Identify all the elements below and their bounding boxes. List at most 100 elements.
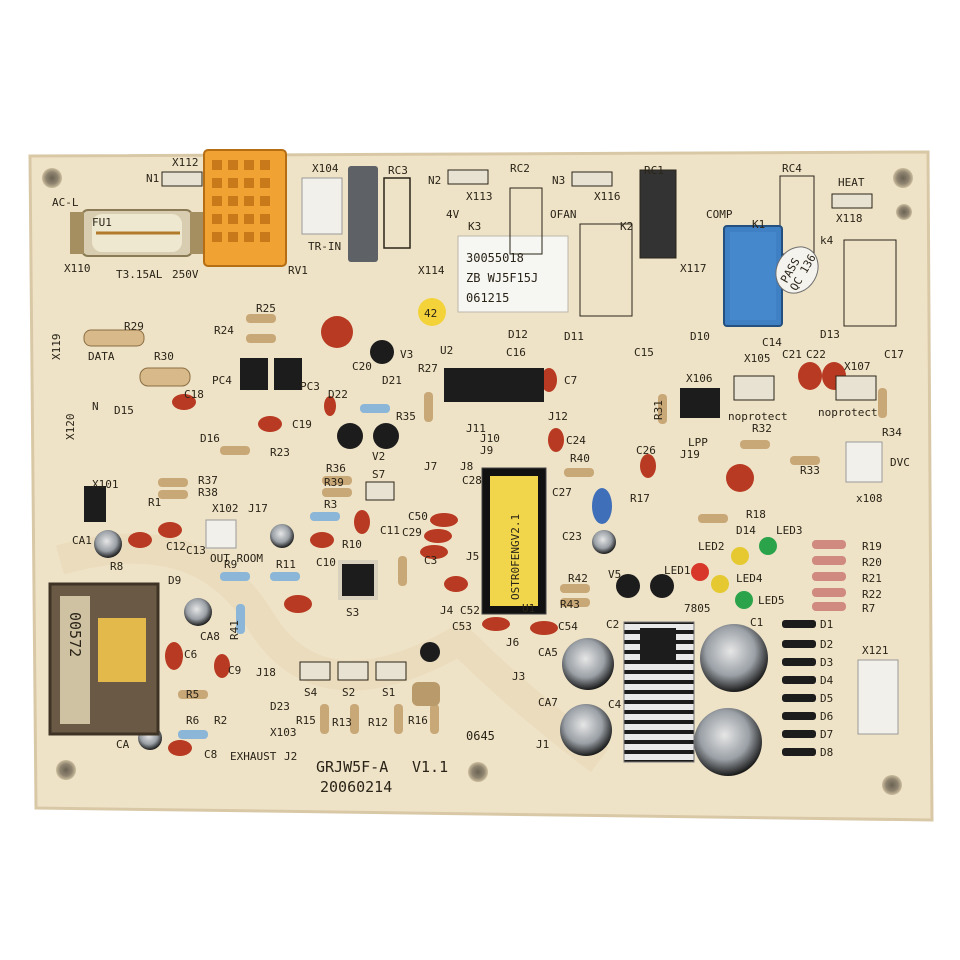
label-d6: D6 — [820, 710, 833, 723]
resistor-icon — [158, 478, 188, 487]
transistor-icon — [616, 574, 640, 598]
label-d7: D7 — [820, 728, 833, 741]
label-x120: X120 — [64, 414, 77, 441]
label-k4: k4 — [820, 234, 834, 247]
label-d2: D2 — [820, 638, 833, 651]
label-x119: X119 — [50, 334, 63, 361]
label-s3: S3 — [346, 606, 359, 619]
label-c21: C21 — [782, 348, 802, 361]
connector-icon — [301, 177, 343, 235]
rc3-outline — [383, 177, 411, 249]
label-c2: C2 — [606, 618, 619, 631]
electrolytic-capacitor-icon — [694, 708, 762, 776]
label-led2: LED2 — [698, 540, 725, 553]
label-out-room: OUT ROOM — [210, 552, 263, 565]
label-noprotect-2: noprotect — [818, 406, 878, 419]
label-c52: C52 — [460, 604, 480, 617]
label-r13: R13 — [332, 716, 352, 729]
label-ca8: CA8 — [200, 630, 220, 643]
label-d15: D15 — [114, 404, 134, 417]
label-k2: K2 — [620, 220, 633, 233]
relay-icon — [579, 223, 633, 317]
ceramic-capacitor — [128, 532, 152, 548]
label-c9: C9 — [228, 664, 241, 677]
label-exhaust: EXHAUST — [230, 750, 277, 763]
label-x114: X114 — [418, 264, 445, 277]
label-k1: K1 — [752, 218, 765, 231]
led-icon — [731, 547, 749, 565]
label-ac-l: AC-L — [52, 196, 79, 209]
label-j2: J2 — [284, 750, 297, 763]
label-c23: C23 — [562, 530, 582, 543]
label-d3: D3 — [820, 656, 833, 669]
label-j3: J3 — [512, 670, 525, 683]
label-r34: R34 — [882, 426, 902, 439]
label-u1: U1 — [522, 602, 535, 615]
electrolytic-capacitor-icon — [562, 638, 614, 690]
label-rc4: RC4 — [782, 162, 802, 175]
label-j11: J11 — [466, 422, 486, 435]
resistor-icon — [310, 512, 340, 521]
label-s4: S4 — [304, 686, 318, 699]
ic-chip-icon — [274, 358, 302, 390]
label-c3: C3 — [424, 554, 437, 567]
resistor-icon — [564, 468, 594, 477]
resistor-icon — [83, 329, 145, 347]
label-r20: R20 — [862, 556, 882, 569]
resistor-icon — [322, 476, 352, 485]
label-x106: X106 — [686, 372, 713, 385]
label-r8: R8 — [110, 560, 123, 573]
connector-icon — [571, 171, 613, 187]
label-j8: J8 — [460, 460, 473, 473]
ceramic-capacitor — [354, 510, 370, 534]
diode-icon — [782, 694, 816, 702]
label-d9: D9 — [168, 574, 181, 587]
label-comp: COMP — [706, 208, 733, 221]
board-date-code: 20060214 — [320, 778, 392, 796]
board-version: V1.1 — [412, 758, 448, 776]
silkscreen-labels: AC-L FU1 X110 N1 X112 T3.15AL 250V X104 … — [50, 156, 910, 763]
label-j19: J19 — [680, 448, 700, 461]
resistor-icon — [878, 388, 887, 418]
electrolytic-capacitor-icon — [592, 530, 616, 554]
label-d16: D16 — [200, 432, 220, 445]
resistor-icon — [560, 598, 590, 607]
ceramic-capacitor — [165, 642, 183, 670]
ceramic-capacitor — [541, 368, 557, 392]
connector-icon — [733, 375, 775, 401]
label-v5: V5 — [608, 568, 621, 581]
connector-icon — [845, 441, 883, 483]
label-r39: R39 — [324, 476, 344, 489]
label-data: DATA — [88, 350, 115, 363]
resistor-icon — [658, 394, 667, 424]
label-r43: R43 — [560, 598, 580, 611]
label-j18: J18 — [256, 666, 276, 679]
label-dvc: DVC — [890, 456, 910, 469]
relay-icon — [843, 239, 897, 327]
label-d11: D11 — [564, 330, 584, 343]
label-r6: R6 — [186, 714, 199, 727]
label-v2: V2 — [372, 450, 385, 463]
ic-chip-icon — [240, 358, 268, 390]
resistor-icon — [246, 314, 276, 323]
label-x118: X118 — [836, 212, 863, 225]
ceramic-capacitor — [310, 532, 334, 548]
orange-connector-block — [203, 149, 287, 267]
connector-icon — [161, 171, 203, 187]
label-led5: LED5 — [758, 594, 785, 607]
label-r21: R21 — [862, 572, 882, 585]
mounting-hole-icon — [468, 762, 488, 782]
label-j17: J17 — [248, 502, 268, 515]
ceramic-capacitor — [444, 576, 468, 592]
ceramic-capacitor — [321, 316, 353, 348]
resistor-icon — [424, 392, 433, 422]
label-c8: C8 — [204, 748, 217, 761]
resistor-icon — [812, 602, 846, 611]
diode-icon — [782, 620, 816, 628]
label-x107: X107 — [844, 360, 871, 373]
resistor-icon — [790, 456, 820, 465]
label-r35: R35 — [396, 410, 416, 423]
connector-icon — [299, 661, 331, 681]
diode-icon — [782, 658, 816, 666]
label-r5: R5 — [186, 688, 199, 701]
